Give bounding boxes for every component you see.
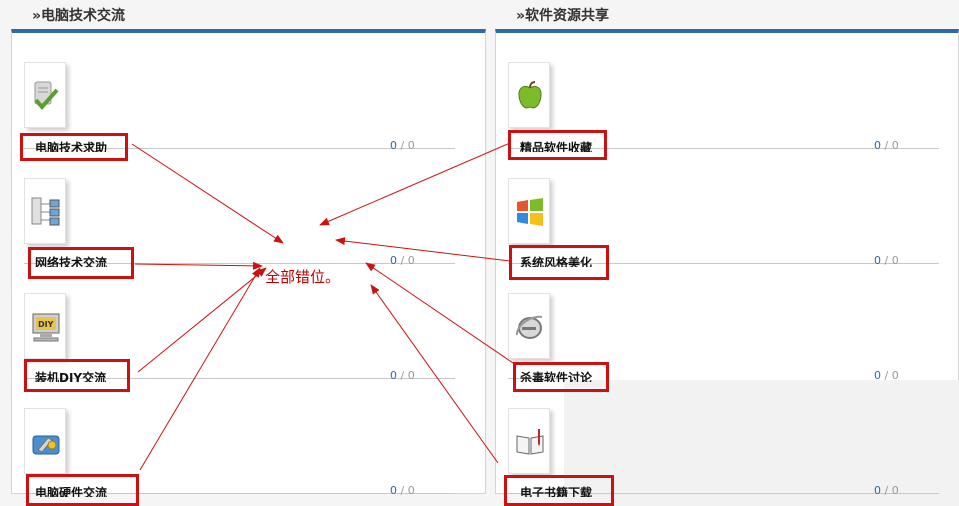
forum-divider bbox=[508, 378, 564, 379]
annotation-box bbox=[508, 130, 607, 160]
annotation-arrow bbox=[131, 143, 284, 244]
post-count: 0 bbox=[407, 139, 415, 152]
topic-count: 0 bbox=[874, 484, 881, 497]
forum-stats: 0 / 0 bbox=[390, 484, 415, 497]
topic-count: 0 bbox=[874, 369, 881, 382]
apple-icon[interactable] bbox=[508, 62, 550, 128]
annotation-box bbox=[20, 133, 128, 161]
windows-logo-icon[interactable] bbox=[508, 178, 550, 244]
panel-background-gap bbox=[564, 380, 959, 506]
annotation-arrow bbox=[137, 267, 267, 373]
forum-divider bbox=[508, 148, 939, 149]
annotation-box bbox=[504, 475, 614, 506]
forum-link-tech-help[interactable]: 电脑技术求助 bbox=[35, 141, 108, 152]
ie-logo-icon[interactable] bbox=[508, 293, 550, 359]
annotation-arrow bbox=[335, 237, 511, 262]
book-icon[interactable] bbox=[508, 408, 550, 474]
post-count: 0 bbox=[891, 254, 899, 267]
forum-divider bbox=[24, 378, 455, 379]
post-count: 0 bbox=[891, 139, 899, 152]
annotation-box bbox=[26, 474, 139, 506]
forum-link-ebooks[interactable]: 电子书籍下载 bbox=[520, 486, 593, 497]
post-count: 0 bbox=[407, 369, 415, 382]
annotation-box bbox=[24, 359, 130, 392]
forum-link-premium-software[interactable]: 精品软件收藏 bbox=[520, 141, 593, 152]
post-count: 0 bbox=[891, 484, 899, 497]
annotation-arrow bbox=[319, 142, 511, 226]
post-count: 0 bbox=[407, 484, 415, 497]
annotation-box bbox=[509, 245, 609, 280]
post-count: 0 bbox=[891, 369, 899, 382]
forum-link-network[interactable]: 网络技术交流 bbox=[35, 256, 108, 267]
forum-stats: 0 / 0 bbox=[390, 139, 415, 152]
post-count: 0 bbox=[407, 254, 415, 267]
topic-count: 0 bbox=[390, 369, 397, 382]
forum-link-antivirus[interactable]: 杀毒软件讨论 bbox=[520, 371, 593, 382]
count-separator: / bbox=[884, 254, 889, 267]
network-icon[interactable] bbox=[24, 178, 66, 244]
forum-stats: 0 / 0 bbox=[390, 254, 415, 267]
forum-divider bbox=[508, 493, 939, 494]
forum-stats: 0 / 0 bbox=[874, 254, 899, 267]
forum-link-diy[interactable]: 装机DIY交流 bbox=[35, 371, 107, 382]
forum-link-theme[interactable]: 系统风格美化 bbox=[520, 256, 593, 267]
forum-divider bbox=[24, 493, 455, 494]
forum-stats: 0 / 0 bbox=[874, 369, 899, 382]
forum-divider bbox=[24, 263, 455, 264]
topic-count: 0 bbox=[874, 254, 881, 267]
topic-count: 0 bbox=[390, 139, 397, 152]
count-separator: / bbox=[884, 139, 889, 152]
annotation-arrow bbox=[370, 284, 499, 464]
count-separator: / bbox=[400, 369, 405, 382]
annotation-text: 全部错位。 bbox=[265, 268, 341, 286]
topic-count: 0 bbox=[390, 254, 397, 267]
forum-stats: 0 / 0 bbox=[874, 139, 899, 152]
count-separator: / bbox=[400, 484, 405, 497]
svg-text:DIY: DIY bbox=[38, 320, 54, 329]
hardware-tools-icon[interactable] bbox=[24, 408, 66, 474]
annotation-arrow bbox=[139, 267, 261, 471]
forum-stats: 0 / 0 bbox=[874, 484, 899, 497]
count-separator: / bbox=[884, 484, 889, 497]
topic-count: 0 bbox=[390, 484, 397, 497]
count-separator: / bbox=[884, 369, 889, 382]
topic-count: 0 bbox=[874, 139, 881, 152]
annotation-box bbox=[28, 247, 134, 279]
section-title-tech: »电脑技术交流 bbox=[32, 8, 126, 24]
annotation-box bbox=[513, 362, 609, 392]
section-title-software: »软件资源共享 bbox=[516, 8, 610, 24]
count-separator: / bbox=[400, 254, 405, 267]
panel-tech bbox=[11, 29, 486, 494]
forum-link-hardware[interactable]: 电脑硬件交流 bbox=[35, 486, 108, 497]
forum-stats: 0 / 0 bbox=[390, 369, 415, 382]
forum-divider bbox=[24, 148, 455, 149]
annotation-arrow bbox=[134, 261, 263, 270]
forum-divider bbox=[508, 263, 939, 264]
annotation-arrow bbox=[365, 262, 517, 366]
diy-monitor-icon[interactable]: DIY bbox=[24, 293, 66, 359]
count-separator: / bbox=[400, 139, 405, 152]
check-doc-icon[interactable] bbox=[24, 62, 66, 128]
